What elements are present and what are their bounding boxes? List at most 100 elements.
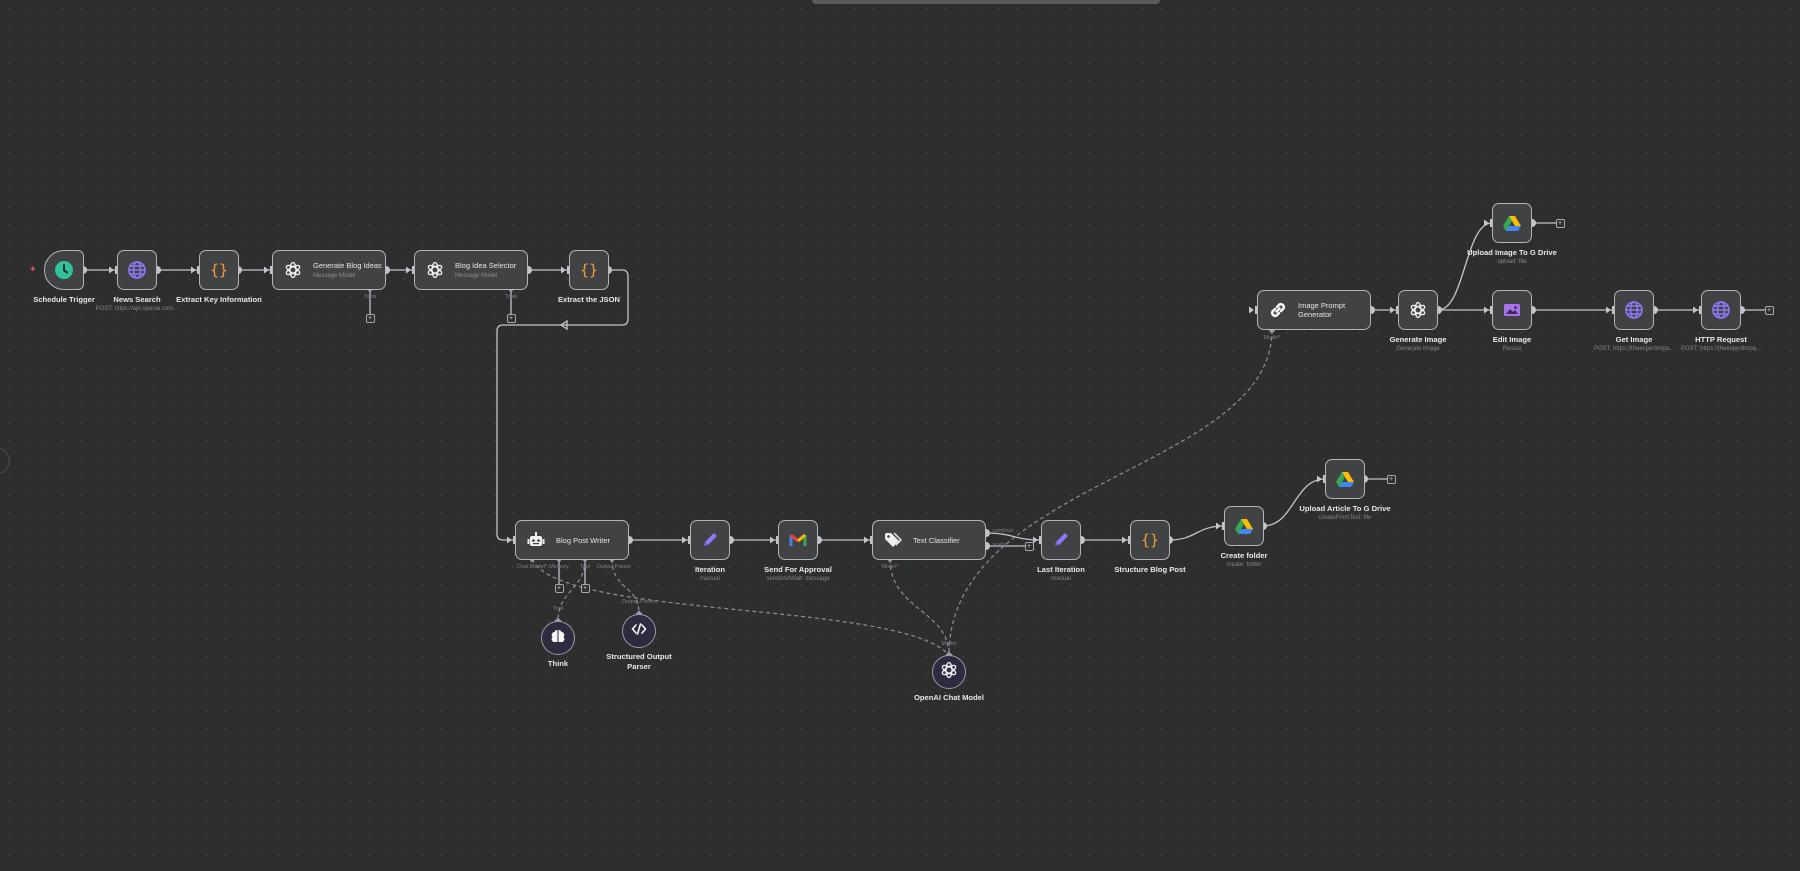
node-title: Structure Blog Post bbox=[1114, 565, 1186, 574]
arrow-icon bbox=[1317, 475, 1322, 483]
arrow-icon bbox=[682, 536, 687, 544]
blog-post-writer-node[interactable]: Blog Post Writer bbox=[515, 520, 629, 560]
input-handle[interactable] bbox=[197, 266, 200, 274]
node-title: Send For Approval bbox=[764, 565, 832, 574]
input-handle[interactable] bbox=[1490, 219, 1493, 227]
get-image-node[interactable] bbox=[1614, 290, 1654, 330]
node-title: Blog Post Writer bbox=[556, 535, 611, 545]
node-subtitle: Message Model bbox=[455, 273, 498, 279]
tool-connection[interactable] bbox=[557, 558, 586, 622]
structure-blog-post-label: Structure Blog Post bbox=[1114, 565, 1185, 575]
upload-image-node[interactable] bbox=[1492, 203, 1532, 243]
input-handle[interactable] bbox=[115, 266, 118, 274]
arrow-icon bbox=[406, 266, 411, 274]
input-handle[interactable] bbox=[1222, 522, 1225, 530]
input-handle[interactable] bbox=[412, 266, 415, 274]
handle-text: Tools bbox=[504, 294, 518, 300]
input-handle[interactable] bbox=[870, 536, 873, 544]
node-title: Structured Output Parser bbox=[606, 652, 672, 671]
add-node-button[interactable]: + bbox=[1386, 474, 1396, 484]
news-search-node[interactable] bbox=[117, 250, 157, 290]
arrow-icon[interactable] bbox=[559, 319, 568, 331]
model-connection[interactable] bbox=[531, 558, 950, 656]
input-handle[interactable] bbox=[1323, 475, 1326, 483]
add-node-button[interactable]: + bbox=[554, 583, 564, 593]
structure-blog-post-node[interactable]: {} bbox=[1130, 520, 1170, 560]
connection[interactable] bbox=[1437, 222, 1493, 311]
input-handle[interactable] bbox=[1396, 306, 1399, 314]
input-handle[interactable] bbox=[1699, 306, 1702, 314]
input-handle[interactable] bbox=[1128, 536, 1131, 544]
create-folder-node[interactable] bbox=[1224, 506, 1264, 546]
send-for-approval-node[interactable] bbox=[778, 520, 818, 560]
last-iteration-node[interactable] bbox=[1041, 520, 1081, 560]
http-request-node[interactable] bbox=[1701, 290, 1741, 330]
text-classifier-text: Text Classifier bbox=[913, 536, 960, 545]
input-handle[interactable] bbox=[1255, 306, 1258, 314]
model-connection[interactable] bbox=[889, 558, 950, 656]
input-handle[interactable] bbox=[776, 536, 779, 544]
blog-post-writer-text: Blog Post Writer bbox=[556, 536, 610, 545]
top-panel-handle[interactable] bbox=[812, 0, 1160, 4]
parser-connection[interactable] bbox=[611, 558, 640, 615]
globe-icon bbox=[127, 260, 147, 280]
memory-handle-label: Memory bbox=[549, 564, 569, 570]
node-title: News Search bbox=[113, 295, 161, 304]
arrow-icon bbox=[507, 536, 512, 544]
add-node-button[interactable]: + bbox=[1764, 305, 1774, 315]
model-handle-label: Model* bbox=[1263, 335, 1280, 341]
node-subtitle: Generate Image bbox=[1396, 346, 1440, 352]
revise-output-label: revise bbox=[993, 542, 1008, 548]
connection[interactable] bbox=[1168, 525, 1225, 541]
openai-chat-model-node[interactable] bbox=[932, 655, 966, 689]
extract-json-node[interactable]: {} bbox=[569, 250, 609, 290]
input-handle[interactable] bbox=[1612, 306, 1615, 314]
add-node-button[interactable]: + bbox=[506, 313, 516, 323]
model-connection[interactable] bbox=[948, 329, 1273, 656]
arrow-icon bbox=[264, 266, 269, 274]
node-subtitle: POST: https://api.openai.com... bbox=[95, 306, 179, 312]
extract-key-info-node[interactable]: {} bbox=[199, 250, 239, 290]
handle-text: Memory bbox=[549, 564, 569, 570]
connection[interactable] bbox=[1262, 478, 1326, 527]
structured-output-parser-node[interactable] bbox=[622, 614, 656, 648]
gdrive-icon bbox=[1335, 469, 1355, 489]
schedule-trigger-node[interactable] bbox=[44, 250, 84, 290]
add-node-button[interactable]: + bbox=[365, 313, 375, 323]
send-for-approval-label: Send For Approval sendAndWait: message bbox=[764, 565, 832, 582]
edit-image-node[interactable] bbox=[1492, 290, 1532, 330]
node-title: Think bbox=[547, 659, 569, 668]
connection[interactable] bbox=[496, 269, 629, 541]
generate-image-node[interactable] bbox=[1398, 290, 1438, 330]
node-subtitle: sendAndWait: message bbox=[766, 576, 830, 582]
input-handle[interactable] bbox=[1039, 536, 1042, 544]
think-node[interactable] bbox=[541, 621, 575, 655]
input-handle[interactable] bbox=[1490, 306, 1493, 314]
handle-text: Model bbox=[881, 564, 897, 570]
handle-text: Output Parser bbox=[621, 599, 657, 605]
input-handle[interactable] bbox=[270, 266, 273, 274]
upload-article-node[interactable] bbox=[1325, 459, 1365, 499]
add-node-button[interactable]: + bbox=[1555, 218, 1565, 228]
input-handle[interactable] bbox=[513, 536, 516, 544]
connection[interactable] bbox=[985, 532, 1042, 541]
text-classifier-node[interactable]: Text Classifier bbox=[872, 520, 986, 560]
image-prompt-generator-node[interactable]: Image Prompt Generator bbox=[1257, 290, 1371, 330]
iteration-node[interactable] bbox=[690, 520, 730, 560]
output-parser-handle-label: Output Parser bbox=[597, 564, 631, 570]
handle-text: Model bbox=[941, 641, 957, 647]
add-node-button[interactable]: + bbox=[580, 583, 590, 593]
handle-text: Tool bbox=[552, 606, 564, 612]
image-icon bbox=[1502, 300, 1522, 320]
svg-text:{}: {} bbox=[1141, 531, 1159, 549]
input-handle[interactable] bbox=[688, 536, 691, 544]
add-node-button[interactable]: + bbox=[1024, 541, 1034, 551]
input-handle[interactable] bbox=[567, 266, 570, 274]
